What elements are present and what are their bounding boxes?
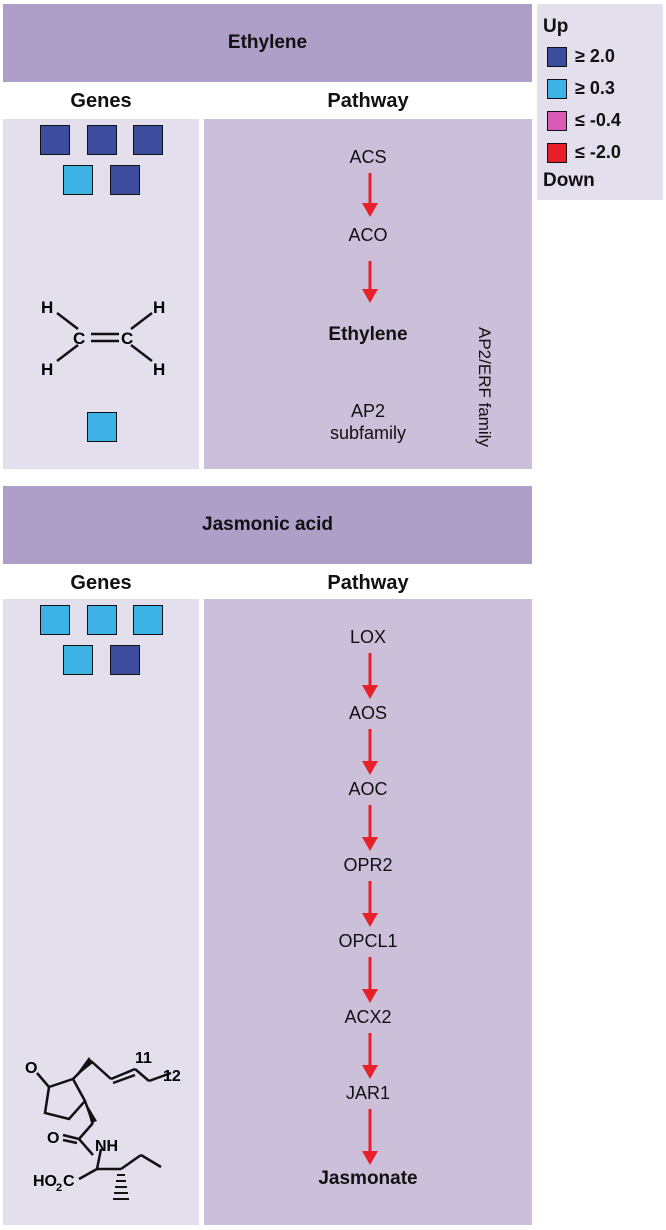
jasmonic-pathway-header: Pathway — [327, 572, 409, 594]
pathway-step-acs: ACS — [349, 147, 387, 167]
ethylene-genes-header: Genes — [70, 90, 132, 112]
gene-square — [110, 165, 140, 195]
pathway-step: AOC — [348, 779, 388, 799]
atom-c: C — [121, 329, 133, 348]
legend-item: ≥ 2.0 — [547, 46, 615, 67]
atom-o: O — [25, 1060, 37, 1077]
down-arrow-icon — [362, 805, 378, 851]
legend-item-label: ≤ -2.0 — [575, 142, 621, 162]
legend-swatch — [547, 110, 567, 131]
jasmonic-title: Jasmonic acid — [202, 514, 333, 535]
jasmonate-product: Jasmonate — [318, 1168, 418, 1189]
pathway-step: OPCL1 — [338, 931, 398, 951]
atom-c: C — [73, 329, 85, 348]
legend-item-label: ≥ 0.3 — [575, 78, 615, 98]
jasmonic-arrows — [362, 653, 378, 1165]
down-arrow-icon — [362, 957, 378, 1003]
gene-square — [40, 605, 70, 635]
atom-h: H — [41, 298, 53, 317]
jasmonate-structure: O 11 12 O NH HO 2 C — [25, 1050, 181, 1200]
ethylene-structure: H H C C H H — [41, 298, 165, 379]
gene-square — [87, 605, 117, 635]
legend-down-label: Down — [543, 170, 595, 191]
pathway-step-aco: ACO — [348, 225, 388, 245]
down-arrow-icon — [362, 653, 378, 699]
pathway-step: LOX — [349, 627, 387, 647]
carbon-number-12: 12 — [163, 1068, 181, 1085]
jasmonic-header: Jasmonic acid — [3, 486, 532, 564]
ap2-subfamily-line1: AP2 — [350, 401, 386, 421]
legend-item-label: ≤ -0.4 — [575, 110, 621, 130]
ethylene-genes-panel: H H C C H H — [3, 119, 199, 469]
ethylene-pathway-panel: ACS ACO Ethylene AP2 subfamily AP2/ERF f… — [204, 119, 532, 469]
gene-square — [133, 605, 163, 635]
legend-item: ≥ 0.3 — [547, 78, 615, 99]
legend-item: ≤ -0.4 — [547, 110, 621, 131]
jasmonic-genes-header: Genes — [70, 572, 132, 594]
ethylene-arrows — [362, 173, 378, 303]
down-arrow-icon — [362, 1109, 378, 1165]
pathway-step: ACX2 — [344, 1007, 392, 1027]
legend-swatch — [547, 46, 567, 67]
down-arrow-icon — [362, 881, 378, 927]
subscript-2: 2 — [56, 1182, 62, 1194]
ethylene-pathway-header: Pathway — [327, 90, 409, 112]
down-arrow-icon — [362, 729, 378, 775]
atom-o: O — [47, 1130, 59, 1147]
gene-square — [133, 125, 163, 155]
atom-h: H — [153, 360, 165, 379]
gene-square — [63, 165, 93, 195]
down-arrow-icon — [362, 173, 378, 217]
ethylene-title: Ethylene — [227, 32, 308, 53]
legend: Up ≥ 2.0 ≥ 0.3 ≤ -0.4 ≤ -2.0 Down — [537, 4, 663, 200]
legend-item-label: ≥ 2.0 — [575, 46, 615, 66]
atom-c: C — [63, 1173, 75, 1190]
ap2-subfamily-line2: subfamily — [329, 423, 407, 443]
atom-nh: NH — [95, 1138, 118, 1155]
gene-square — [87, 125, 117, 155]
ethylene-product: Ethylene — [328, 324, 408, 345]
ap2-gene-square — [87, 412, 117, 442]
ethylene-header: Ethylene — [3, 4, 532, 82]
legend-item: ≤ -2.0 — [547, 142, 621, 163]
legend-swatch — [547, 142, 567, 163]
pathway-step: OPR2 — [343, 855, 393, 875]
legend-up-label: Up — [543, 16, 569, 37]
gene-square — [110, 645, 140, 675]
pathway-step: AOS — [348, 703, 387, 723]
carbon-number-11: 11 — [135, 1050, 152, 1067]
gene-square — [63, 645, 93, 675]
atom-h: H — [41, 360, 53, 379]
legend-swatch — [547, 78, 567, 99]
atom-h: H — [153, 298, 165, 317]
down-arrow-icon — [362, 261, 378, 303]
down-arrow-icon — [362, 1033, 378, 1079]
gene-square — [40, 125, 70, 155]
atom-ho: HO — [33, 1173, 57, 1190]
pathway-step: JAR1 — [345, 1083, 390, 1103]
jasmonic-genes-panel: O 11 12 O NH HO 2 C — [3, 599, 199, 1225]
